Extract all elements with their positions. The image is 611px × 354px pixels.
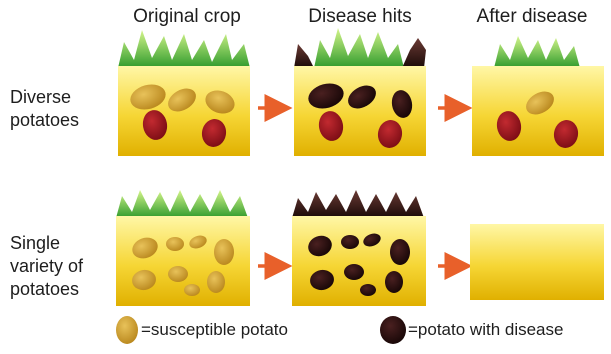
potato-icon	[385, 271, 403, 293]
legend-diseased-potato-icon	[380, 316, 406, 344]
leaf-icon	[292, 190, 424, 218]
leaf-icon	[402, 38, 426, 68]
leaf-icon	[294, 44, 314, 68]
potato-icon	[390, 239, 410, 265]
panel-single-after	[470, 224, 604, 300]
leaf-icon	[116, 190, 248, 218]
legend-susceptible-potato-icon	[116, 316, 138, 344]
potato-icon	[341, 235, 359, 249]
potato-icon	[214, 239, 234, 265]
legend-diseased-label: =potato with disease	[408, 319, 563, 341]
potato-icon	[168, 266, 188, 282]
potato-icon	[344, 264, 364, 280]
soil-block	[470, 224, 604, 300]
potato-icon	[207, 271, 225, 293]
panel-diverse-disease	[294, 28, 426, 156]
legend-susceptible-label: =susceptible potato	[141, 319, 288, 341]
potato-icon	[184, 284, 200, 296]
potato-icon	[166, 237, 184, 251]
potato-icon	[360, 284, 376, 296]
panel-diverse-after	[472, 36, 604, 156]
leaf-icon	[118, 30, 250, 68]
panel-single-original	[116, 190, 250, 306]
panel-diverse-original	[118, 30, 250, 156]
leaf-icon	[314, 28, 404, 68]
panel-single-disease	[292, 190, 426, 306]
leaf-icon	[494, 36, 580, 68]
